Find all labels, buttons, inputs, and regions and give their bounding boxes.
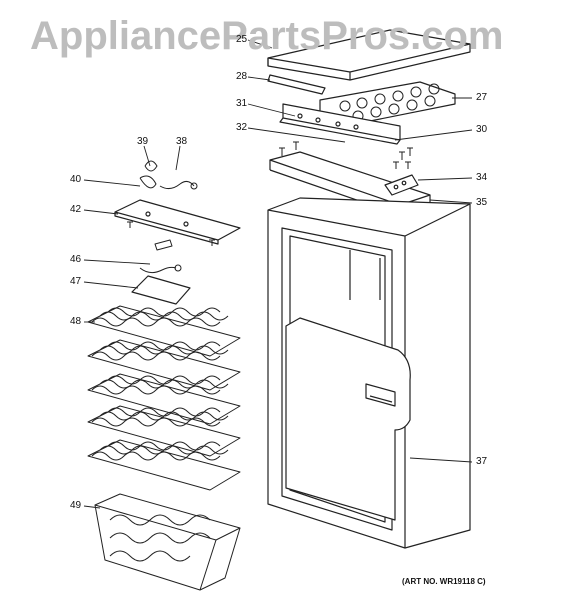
screws <box>127 141 413 246</box>
top-cover <box>267 29 471 81</box>
light-lens <box>131 275 191 305</box>
callout-32: 32 <box>236 122 248 133</box>
callout-28: 28 <box>236 71 248 82</box>
callout-38: 38 <box>176 136 188 147</box>
callout-48: 48 <box>70 316 82 327</box>
light-cover-plate <box>114 199 241 245</box>
art-number: (ART NO. WR19118 C) <box>402 577 486 586</box>
callout-34: 34 <box>476 172 488 183</box>
trim-strip <box>267 74 326 95</box>
door-liner <box>285 317 411 521</box>
callout-25: 25 <box>236 34 248 45</box>
control-panel <box>319 81 456 125</box>
wine-racks <box>87 305 241 491</box>
bottom-basket <box>94 493 241 591</box>
callout-42: 42 <box>70 204 82 215</box>
light-socket-parts <box>139 160 198 190</box>
bulb-socket <box>139 239 182 274</box>
callout-39: 39 <box>137 136 149 147</box>
callout-27: 27 <box>476 92 488 103</box>
callout-30: 30 <box>476 124 488 135</box>
watermark-text: AppliancePartsPros.com <box>30 14 504 58</box>
callout-37: 37 <box>476 456 488 467</box>
callout-40: 40 <box>70 174 82 185</box>
callout-31: 31 <box>236 98 248 109</box>
callout-46: 46 <box>70 254 82 265</box>
callout-47: 47 <box>70 276 82 287</box>
callout-49: 49 <box>70 500 82 511</box>
callout-35: 35 <box>476 197 488 208</box>
leader-lines <box>83 39 473 509</box>
